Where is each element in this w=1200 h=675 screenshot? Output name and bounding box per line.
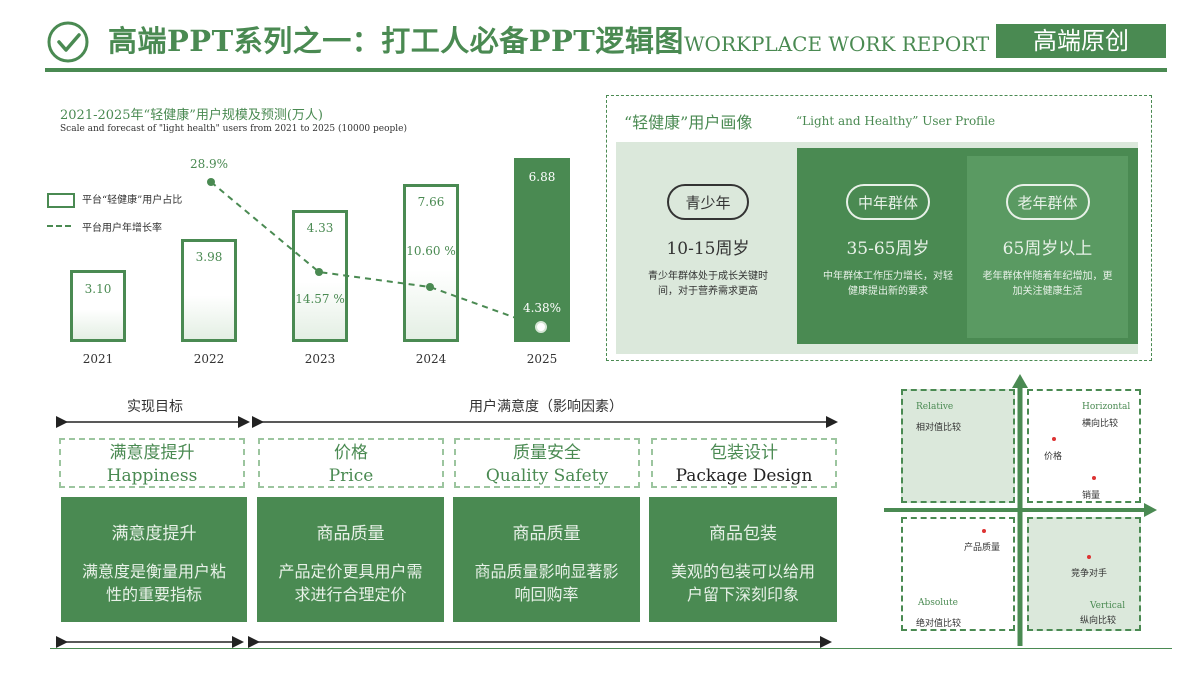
goal-box-happiness: 满意度提升 满意度是衡量用户粘性的重要指标 <box>61 497 247 622</box>
profile-desc: 中年群体工作压力增长，对轻健康提出新的要求 <box>823 271 953 297</box>
profile-card-elder: 老年群体 65周岁以上 老年群体伴随着年纪增加，更加关注健康生活 <box>967 184 1128 334</box>
goal-label-happiness: 满意度提升 Happiness <box>59 438 245 488</box>
growth-point-2023 <box>315 268 323 276</box>
header-divider <box>45 68 1167 72</box>
point-sales-label: 销量 <box>1082 491 1101 501</box>
goal-label-cn: 质量安全 <box>513 443 581 463</box>
growth-point-2025 <box>535 321 547 333</box>
growth-label: 14.57 % <box>295 292 345 306</box>
quadrant-axes <box>884 374 1157 646</box>
legend-line-swatch <box>47 225 71 227</box>
goal-label-cn: 包装设计 <box>710 443 778 463</box>
profile-card-middle: 中年群体 35-65周岁 中年群体工作压力增长，对轻健康提出新的要求 <box>808 184 968 334</box>
quadrant-bl-en: Absolute <box>918 598 958 608</box>
goal-label-en: Price <box>328 466 374 486</box>
goal-box-desc: 商品质量影响显著影响回购率 <box>474 562 619 604</box>
bar-value: 3.98 <box>195 250 223 264</box>
profile-title: “轻健康”用户画像 <box>624 113 753 132</box>
goals-left-heading: 实现目标 <box>127 399 183 415</box>
quadrant-tl-en: Relative <box>916 402 954 412</box>
quadrant-tr-en: Horizontal <box>1082 402 1131 412</box>
goals-right-heading: 用户满意度（影响因素） <box>469 399 623 415</box>
goal-label-cn: 满意度提升 <box>109 443 195 463</box>
footer-divider <box>50 648 1172 649</box>
growth-rate-line <box>207 178 547 333</box>
point-price-dot <box>1052 437 1056 441</box>
point-competitor-label: 竞争对手 <box>1071 569 1108 579</box>
goal-box-title: 商品包装 <box>709 524 777 544</box>
profile-pill: 中年群体 <box>846 184 930 220</box>
profile-desc: 老年群体伴随着年纪增加，更加关注健康生活 <box>982 271 1113 297</box>
point-price-label: 价格 <box>1044 452 1063 462</box>
section-arrows <box>56 416 838 648</box>
profile-frame <box>606 95 1152 361</box>
bar-value: 3.10 <box>84 282 112 296</box>
point-quality-dot <box>982 529 986 533</box>
bar-2022 <box>181 239 237 342</box>
profile-pill: 老年群体 <box>1005 184 1090 220</box>
quadrant-top-right <box>1027 389 1141 503</box>
quadrant-tl-cn: 相对值比较 <box>916 423 962 433</box>
profile-card-elder-bg <box>967 156 1128 338</box>
chart-title: 2021-2025年“轻健康”用户规模及预测(万人) <box>60 108 323 123</box>
bar-2024 <box>403 184 459 342</box>
bar-value: 6.88 <box>528 170 556 184</box>
profile-age: 35-65周岁 <box>846 239 930 259</box>
goal-label-price: 价格 Price <box>258 438 444 488</box>
goal-box-title: 商品质量 <box>512 524 581 544</box>
quadrant-bottom-left <box>901 517 1015 631</box>
goal-label-quality: 质量安全 Quality Safety <box>454 438 640 488</box>
profile-age: 65周岁以上 <box>1002 239 1093 259</box>
bar-value: 4.33 <box>306 221 334 235</box>
check-circle-icon <box>46 20 90 64</box>
goal-box-price: 商品质量 产品定价更具用户需求进行合理定价 <box>257 497 444 622</box>
x-tick: 2022 <box>193 352 225 366</box>
goal-box-desc: 产品定价更具用户需求进行合理定价 <box>278 562 423 604</box>
quadrant-top-left <box>901 389 1015 503</box>
growth-label: 28.9% <box>189 157 229 171</box>
page-title: 高端PPT系列之一：打工人必备PPT逻辑图 <box>108 24 684 58</box>
quadrant-tr-cn: 横向比较 <box>1082 419 1119 429</box>
point-competitor-dot <box>1087 555 1091 559</box>
goal-label-en: Quality Safety <box>485 466 609 486</box>
goal-box-desc: 满意度是衡量用户粘性的重要指标 <box>81 562 226 604</box>
original-tag: 高端原创 <box>996 24 1166 58</box>
profile-desc: 青少年群体处于成长关键时间，对于营养需求更高 <box>648 271 768 297</box>
profile-age: 10-15周岁 <box>666 239 750 259</box>
legend-line-label: 平台用户年增长率 <box>82 223 162 234</box>
x-tick: 2025 <box>526 352 558 366</box>
growth-label: 10.60 % <box>406 244 456 258</box>
legend-bar-label: 平台“轻健康”用户占比 <box>82 195 183 206</box>
goal-box-package: 商品包装 美观的包装可以给用户留下深刻印象 <box>649 497 837 622</box>
bar-value: 7.66 <box>417 195 445 209</box>
quadrant-br-en: Vertical <box>1090 601 1126 611</box>
point-sales-dot <box>1092 476 1096 480</box>
quadrant-bl-cn: 绝对值比较 <box>916 619 962 629</box>
goal-label-package: 包装设计 Package Design <box>651 438 837 488</box>
profile-pill: 青少年 <box>667 184 749 220</box>
goal-box-title: 商品质量 <box>316 524 385 544</box>
legend-bar-swatch <box>47 193 75 208</box>
profile-title-en: “Light and Healthy” User Profile <box>796 114 996 128</box>
profile-card-teen: 青少年 10-15周岁 青少年群体处于成长关键时间，对于营养需求更高 <box>628 184 788 344</box>
x-tick: 2023 <box>304 352 336 366</box>
goal-box-desc: 美观的包装可以给用户留下深刻印象 <box>670 562 815 604</box>
goal-box-title: 满意度提升 <box>111 524 197 544</box>
bar-2025 <box>514 158 570 342</box>
goal-label-en: Package Design <box>675 466 813 486</box>
x-tick: 2021 <box>82 352 114 366</box>
growth-point-2024 <box>426 283 434 291</box>
point-quality-label: 产品质量 <box>964 543 1001 553</box>
growth-point-2022 <box>207 178 215 186</box>
bar-2021 <box>70 270 126 342</box>
chart-subtitle: Scale and forecast of "light health" use… <box>60 124 408 134</box>
growth-label: 4.38% <box>522 301 562 315</box>
goal-label-en: Happiness <box>106 466 198 486</box>
quadrant-bottom-right <box>1027 517 1141 631</box>
quadrant-br-cn: 纵向比较 <box>1080 616 1117 626</box>
page-title-en: WORKPLACE WORK REPORT <box>684 32 990 56</box>
x-tick: 2024 <box>415 352 447 366</box>
goal-box-quality: 商品质量 商品质量影响显著影响回购率 <box>453 497 640 622</box>
goal-label-cn: 价格 <box>334 443 368 463</box>
